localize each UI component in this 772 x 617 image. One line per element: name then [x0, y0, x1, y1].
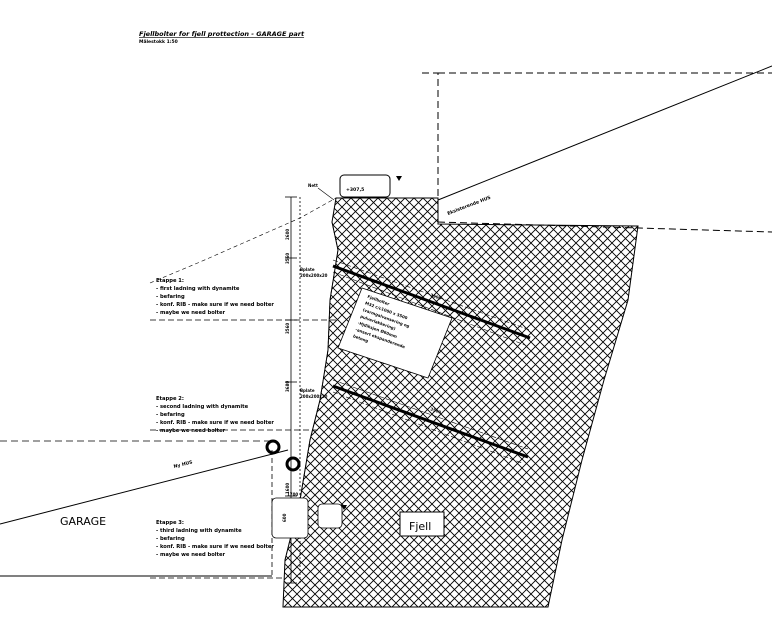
new-house-label: Ny HUS — [173, 459, 193, 469]
stage-1-title: Etappe 1: — [156, 278, 184, 284]
dim-d1: 2600 — [285, 229, 290, 240]
dim-d6: 1700 — [287, 492, 298, 497]
lower-elevation-marker-icon — [341, 505, 347, 510]
drawing-scale: Målestokk 1:50 — [139, 38, 178, 45]
dim-d4: 3680 — [285, 381, 290, 392]
existing-house-label: Eksisterende HUS — [447, 195, 492, 217]
plate-1-label: Bplate — [300, 267, 315, 272]
rock-face-line — [284, 221, 339, 561]
stage-2-line-3: - konf. RIB - make sure if we need bolte… — [156, 420, 274, 426]
rock-label: Fjell — [409, 520, 431, 533]
garage-label: GARAGE — [60, 515, 106, 528]
ground-line-upper — [149, 197, 337, 284]
stage-3-line-2: - befaring — [156, 536, 185, 542]
rock-bolt-2 — [332, 379, 529, 464]
stage-2-line-2: - befaring — [156, 412, 185, 418]
rock-bolt-1 — [332, 259, 531, 346]
stage-3-title: Etappe 3: — [156, 520, 184, 526]
plate-2-label: Bplate — [300, 388, 315, 393]
existing-house — [422, 65, 772, 233]
stage-1-line-1: - first ladning with dynamite — [156, 286, 240, 292]
dim-d2: 3560 — [285, 253, 290, 264]
lower-detail-box-2 — [317, 503, 343, 529]
rock-label-box — [399, 511, 445, 537]
top-elevation-box — [339, 174, 391, 198]
top-elevation-label: +307,5 — [346, 187, 364, 193]
stage-3-line-3: - konf. RIB - make sure if we need bolte… — [156, 544, 274, 550]
dim-d3: 3560 — [285, 323, 290, 334]
lower-detail-box-1 — [271, 497, 309, 539]
lower-detail-dim: 600 — [282, 513, 287, 522]
stage-2-line-4: - maybe we need bolter — [156, 428, 226, 434]
plate-2-size: 200x200x20 — [300, 394, 328, 399]
elevation-marker-icon — [396, 176, 402, 181]
dim-d5: 1600 — [285, 483, 290, 494]
net-label: Nett — [308, 183, 318, 188]
stage-3-line-4: - maybe we need bolter — [156, 552, 226, 558]
drawing-title: Fjellbolter for fjell prottection - GARA… — [139, 30, 305, 38]
net-leader — [317, 187, 335, 201]
stage-1-line-3: - konf. RIB - make sure if we need bolte… — [156, 302, 274, 308]
stage-1-note: Etappe 1: - first ladning with dynamite … — [156, 278, 274, 316]
stage-1-line-2: - befaring — [156, 294, 185, 300]
stage-3-line-1: - third ladning with dynamite — [156, 528, 242, 534]
bolt-2-length: 3500 — [430, 406, 442, 415]
plate-1-size: 200x200x20 — [300, 273, 328, 278]
stage-2-note: Etappe 2: - second ladning with dynamite… — [156, 396, 274, 434]
bolt-note: Fjellbolter M32 c/c1000 x 3500 (varmgalv… — [337, 287, 453, 379]
new-house-garage — [0, 440, 289, 577]
bolt-1-length: 3500 — [430, 292, 442, 301]
rock-mass — [282, 197, 639, 608]
stage-3-note: Etappe 3: - third ladning with dynamite … — [156, 520, 274, 558]
stage-2-title: Etappe 2: — [156, 396, 184, 402]
bolt-note-line-7: betong — [352, 333, 369, 343]
drain-pipe-2-icon — [285, 456, 301, 472]
stage-2-line-1: - second ladning with dynamite — [156, 404, 249, 410]
stage-1-line-4: - maybe we need bolter — [156, 310, 226, 316]
drain-pipe-1-icon — [265, 439, 281, 455]
